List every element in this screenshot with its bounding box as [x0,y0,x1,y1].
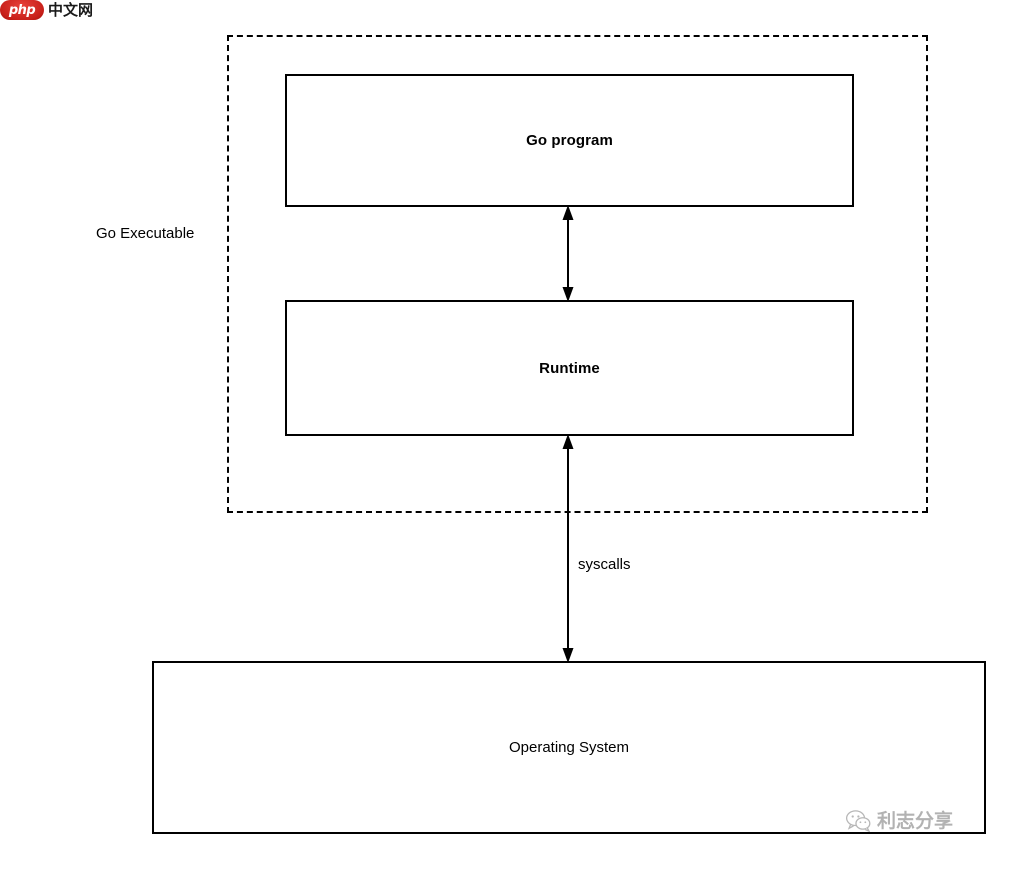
go-executable-container [227,35,928,513]
php-logo-icon: php [0,0,44,20]
box-go-program: Go program [285,74,854,207]
site-logo: php 中文网 [0,0,93,20]
box-operating-system: Operating System [152,661,986,834]
arrow-program-runtime [562,205,574,302]
box-operating-system-label: Operating System [508,739,630,756]
box-runtime-label: Runtime [539,359,600,377]
box-go-program-label: Go program [526,132,613,149]
wechat-icon [845,810,871,833]
label-go-executable: Go Executable [96,225,195,242]
watermark: 利志分享 [845,808,953,834]
label-syscalls: syscalls [578,556,631,573]
box-runtime: Runtime [285,300,854,436]
arrow-runtime-os [562,434,574,663]
watermark-text: 利志分享 [877,809,954,832]
site-logo-text: 中文网 [48,0,94,19]
